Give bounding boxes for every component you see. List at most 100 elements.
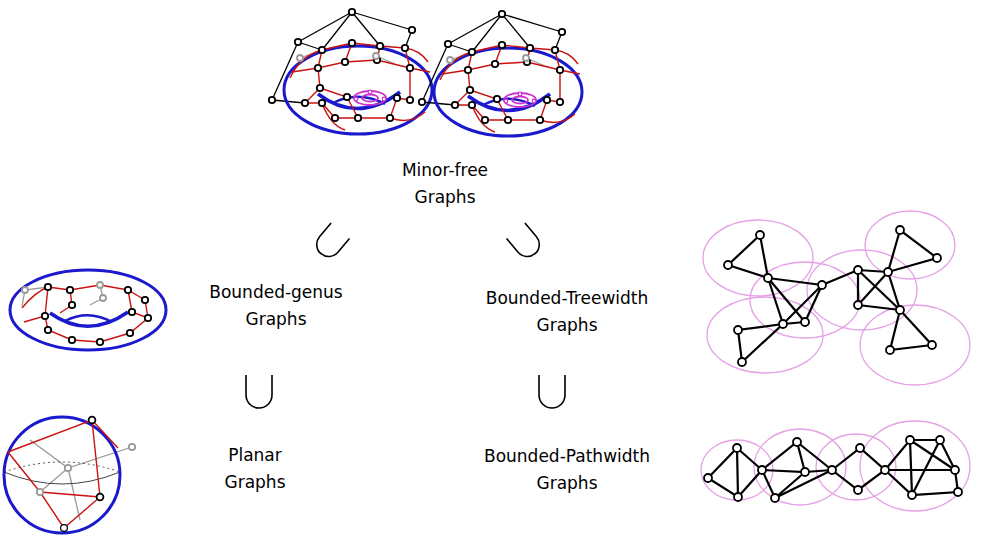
torus-hole: [50, 312, 128, 326]
graph-vertex: [906, 436, 914, 444]
grey-vertex: [22, 282, 106, 301]
path-decomposition: [701, 421, 970, 511]
equator: [4, 462, 120, 472]
embedded-edges: [8, 420, 118, 452]
graph-vertex: [61, 525, 68, 532]
graph-vertex: [896, 226, 904, 234]
graph-vertex: [771, 494, 779, 502]
graph-vertex: [856, 444, 864, 452]
graph-vertex: [908, 491, 916, 499]
graph-vertex: [854, 266, 862, 274]
grey-vertex: [65, 465, 71, 471]
graph-vertex: [854, 486, 862, 494]
grey-vertex: [22, 287, 28, 293]
graph-vertex: [97, 339, 103, 345]
graph-vertex: [951, 466, 959, 474]
bag-ellipse: [707, 297, 823, 373]
graph-vertex: [734, 493, 742, 501]
graph-vertex: [779, 320, 787, 328]
graph-vertex: [129, 309, 135, 315]
subset-symbol: [507, 223, 545, 261]
graph-vertex: [828, 466, 836, 474]
bag-ellipse: [701, 421, 970, 511]
graph-edges: [857, 270, 859, 305]
graph-vertex: [69, 302, 75, 308]
embedded-edges: [22, 285, 148, 342]
graph-edges: [708, 448, 738, 497]
class-label: Bounded-Treewidth Graphs: [472, 285, 662, 339]
graph-vertex: [704, 474, 712, 482]
graph-edges: [858, 272, 888, 305]
graph-vertex: [881, 466, 889, 474]
graph-edges: [888, 230, 937, 272]
graph-vertex: [724, 226, 941, 366]
graph-edges: [768, 278, 783, 324]
graph-vertex: [896, 306, 904, 314]
graph-vertex: [734, 326, 742, 334]
graph-vertex: [884, 268, 892, 276]
graph-vertex: [97, 494, 104, 501]
graph-edges: [888, 272, 900, 310]
sphere-outline: [4, 417, 120, 533]
torus-hole: [65, 315, 112, 322]
graph-vertex: [89, 417, 104, 501]
grey-vertex: [129, 444, 135, 450]
graph-edges: [768, 278, 805, 322]
bag-ellipse: [703, 220, 813, 296]
torus-graph: [269, 9, 432, 134]
graph-edges: [885, 469, 955, 471]
graph-edges: [768, 278, 822, 285]
embedded-edges: [22, 285, 145, 308]
graph-vertex: [758, 466, 766, 474]
subset-symbol: [246, 375, 272, 408]
graph-vertex: [145, 315, 151, 321]
embedded-edges: [45, 316, 148, 342]
embedded-edges: [8, 420, 118, 528]
embedded-edges: [64, 420, 100, 528]
graph-vertex: [886, 346, 894, 354]
graph-vertex: [69, 337, 75, 343]
class-label: Planar Graphs: [210, 442, 300, 496]
graph-vertex: [724, 261, 732, 269]
subset-symbol: [312, 223, 350, 261]
graph-vertex: [42, 313, 48, 319]
graph-vertex: [42, 284, 151, 345]
graph-edges: [858, 270, 900, 310]
torus-graph: [10, 270, 166, 350]
grey-vertex: [37, 444, 135, 495]
graph-vertex: [127, 330, 133, 336]
graph-edges: [910, 440, 912, 495]
graph-vertex: [854, 301, 862, 309]
embedded-edges: [40, 492, 100, 497]
graph-vertex: [954, 488, 962, 496]
equator: [4, 472, 120, 484]
graph-edges: [797, 442, 832, 470]
graph-vertex: [704, 436, 962, 502]
bag-ellipse: [860, 305, 970, 385]
subset-symbol: [539, 375, 565, 408]
graph-vertex: [928, 341, 936, 349]
bag-ellipse: [703, 211, 970, 385]
bag-ellipse: [860, 421, 970, 511]
grey-edge: [40, 468, 68, 492]
graph-edges: [885, 440, 958, 495]
graph-vertex: [142, 297, 148, 303]
graph-edges: [805, 285, 822, 322]
grey-vertex: [37, 489, 43, 495]
graph-vertex: [733, 444, 741, 452]
graph-vertex: [125, 287, 131, 293]
embedded-edges: [128, 290, 148, 318]
bag-ellipse: [865, 211, 955, 279]
embedded-edges: [8, 452, 64, 528]
graph-vertex: [818, 281, 826, 289]
graph-vertex: [89, 417, 96, 424]
tree-decomposition: [703, 211, 970, 385]
graph-edges: [738, 324, 783, 362]
sphere-graph: [4, 417, 135, 533]
graph-edges: [728, 235, 768, 278]
class-label: Bounded-Pathwidth Graphs: [472, 443, 662, 497]
graph-vertex: [933, 254, 941, 262]
graph-edges: [858, 305, 900, 310]
graph-vertex: [756, 231, 764, 239]
